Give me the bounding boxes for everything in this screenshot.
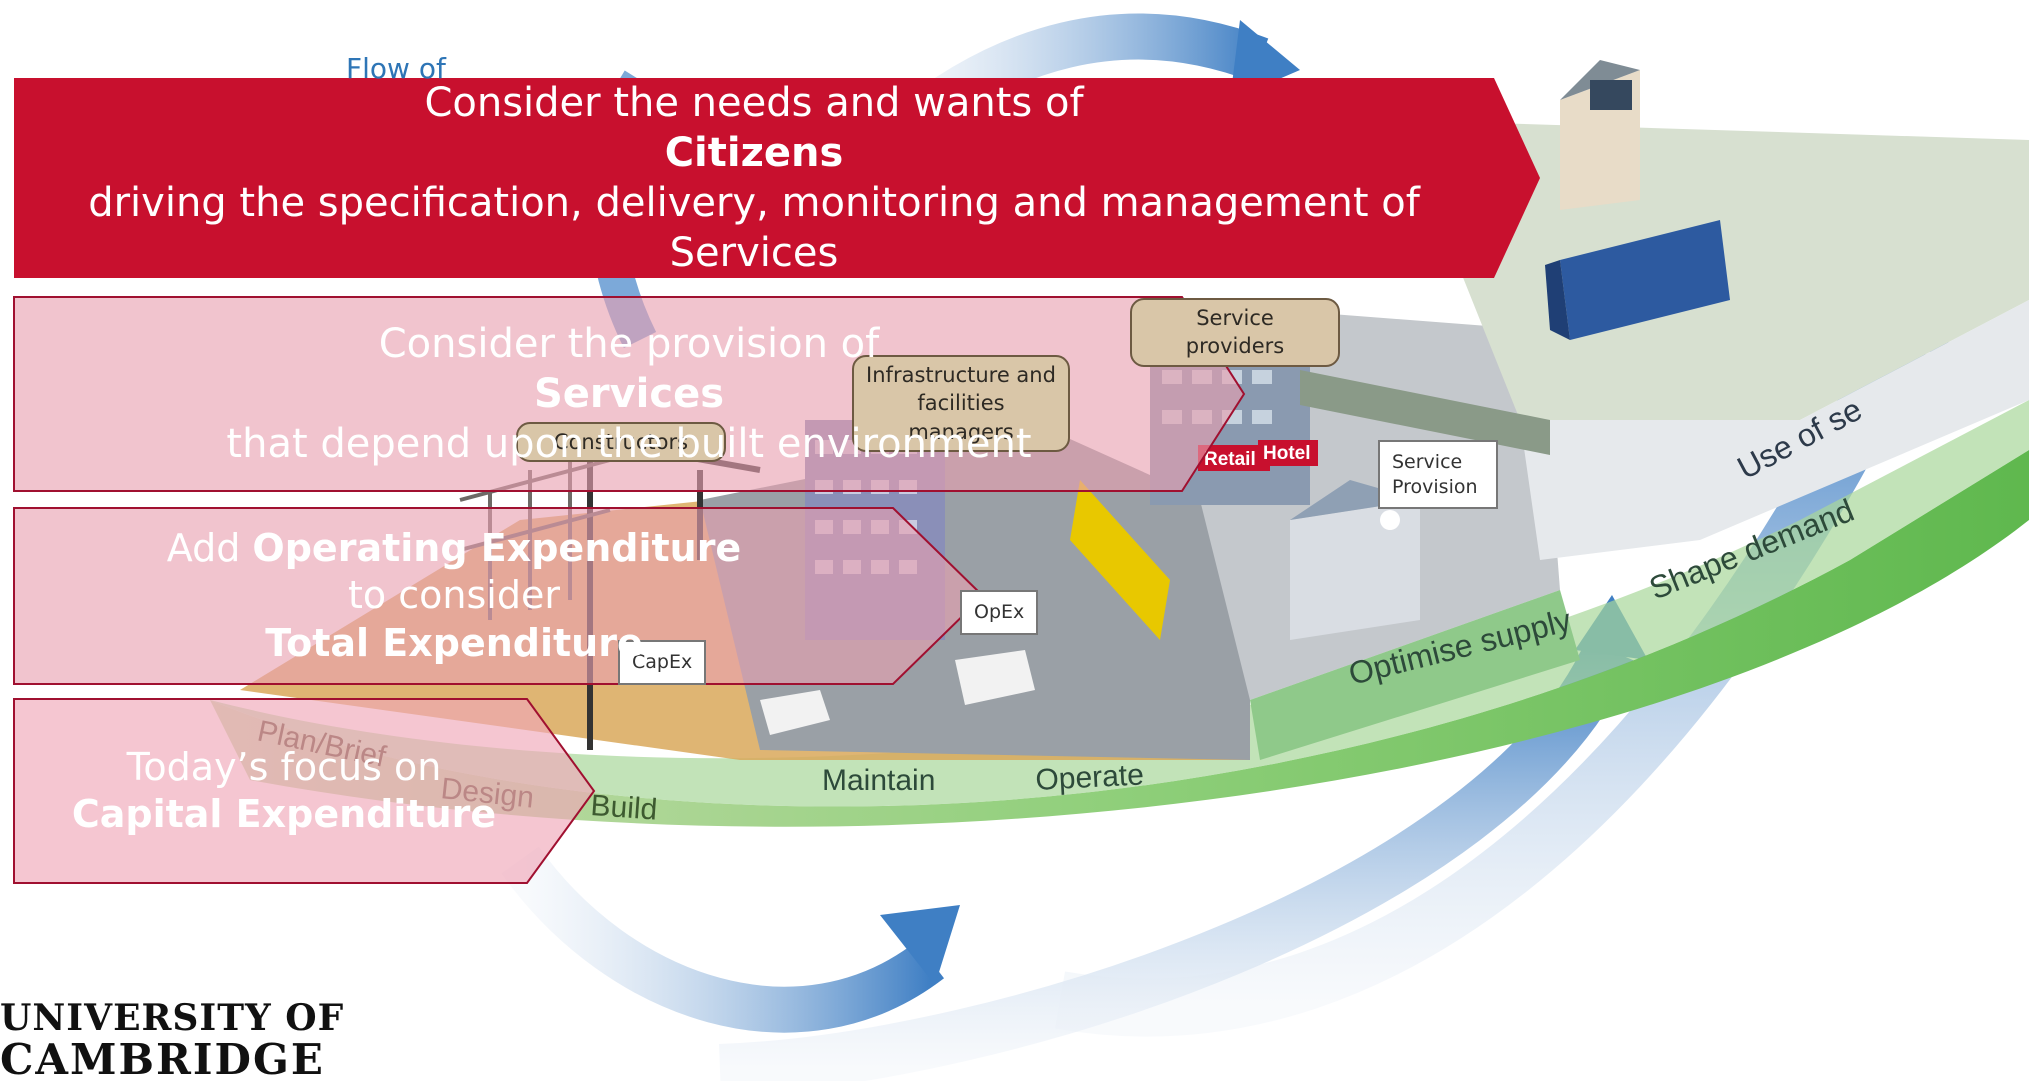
opex-line-1-bold: Operating Expenditure [252,525,742,570]
opex-banner: Add Operating Expenditure to consider To… [14,508,894,684]
citizens-line-1: Consider the needs and wants of [424,80,1084,126]
flow-of-label: Flow of [346,52,446,85]
opex-tag: OpEx [960,590,1039,635]
logo-line-2: CAMBRIDGE [0,1034,325,1084]
services-line-1: Consider the provision of [378,321,880,367]
opex-banner-shape [13,507,985,685]
citizens-line-3: driving the specification, delivery, mon… [88,180,1420,276]
services-banner: Consider the provision of Services that … [14,297,1244,491]
hotel-sign-label: Hotel [1263,443,1311,464]
service-vans [760,650,1035,735]
opex-line-1-pre: Add [166,525,253,570]
train [1070,370,1550,640]
houses-row [1560,60,1640,210]
capex-banner: Today’s focus on Capital Expenditure [14,699,554,883]
university-logo: UNIVERSITY OF CAMBRIDGE [0,997,345,1084]
hospital-building [1290,480,1420,640]
constructors-label: Constructors [516,422,726,463]
hotel-sign: Hotel [1258,440,1318,466]
service-providers-label: Service providers [1130,298,1340,367]
citizens-banner-shape [14,78,1540,278]
ring-inner-band [210,400,2029,807]
citizens-banner: Consider the needs and wants of Citizens… [14,78,1494,278]
opex-line-3: Total Expenditure [265,620,643,665]
service-provision-tag: Service Provision [1378,440,1498,510]
opex-line-2: to consider [348,573,560,618]
capex-line-2: Capital Expenditure [71,792,497,836]
stage-build: Build [590,789,659,827]
infrastructure-managers-label: Infrastructure and facilities managers [852,355,1070,453]
flow-arrow-bottom [501,846,960,1033]
logo-line-1: UNIVERSITY OF [0,997,345,1039]
services-line-2: Services [533,371,725,417]
capex-line-1: Today’s focus on [126,744,442,789]
bus [1545,220,1730,340]
capex-banner-shape [13,698,596,884]
capex-tag: CapEx [618,640,707,685]
retail-sign-label: Retail [1204,449,1256,470]
services-line-3: that depend upon the built environment [226,421,1032,467]
stage-maintain: Maintain [822,764,935,797]
citizens-line-2: Citizens [664,130,844,176]
opex-line-1: Add Operating Expenditure [167,525,741,573]
stage-operate: Operate [1035,758,1145,797]
